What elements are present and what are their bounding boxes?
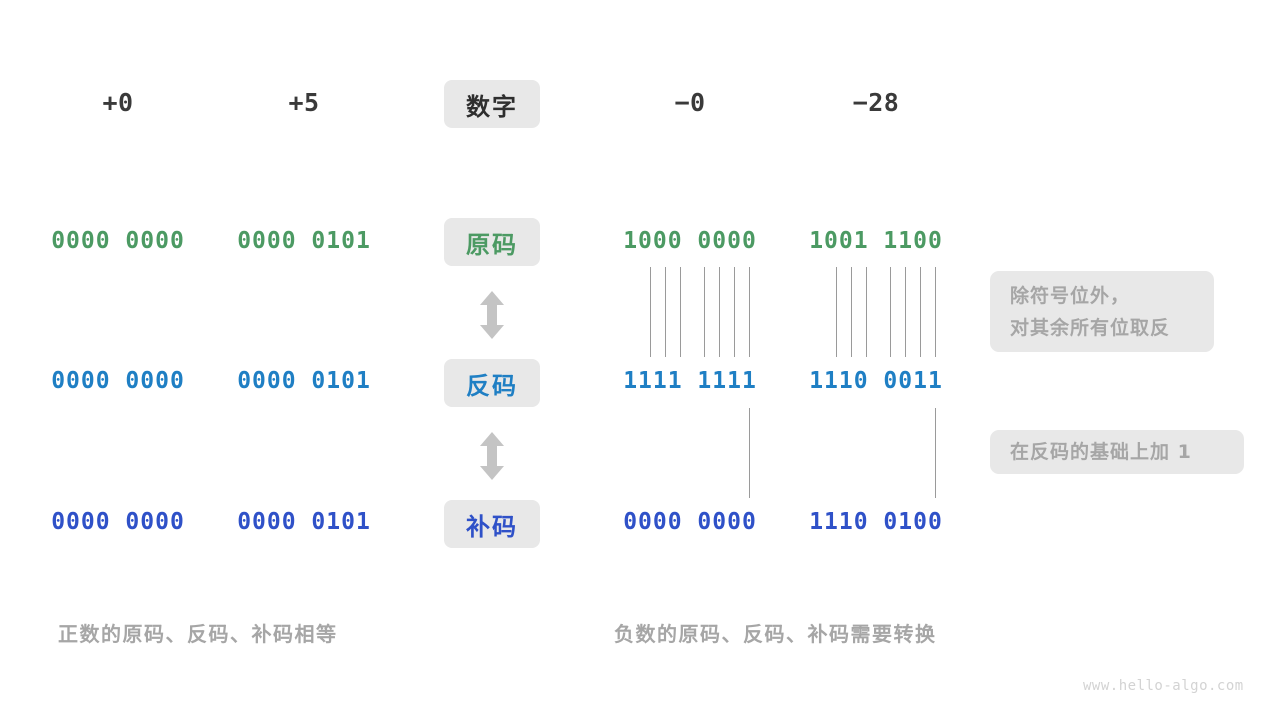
sign-magnitude-minus-twentyeight: 1001 1100	[809, 228, 943, 254]
bit-connector	[890, 267, 891, 357]
bit-connector	[920, 267, 921, 357]
bit-connector	[905, 267, 906, 357]
caption-positive: 正数的原码、反码、补码相等	[58, 622, 338, 646]
row-label-number: 数字	[444, 80, 540, 128]
bit-connector	[935, 267, 936, 357]
twos-complement-minus-twentyeight: 1110 0100	[809, 509, 943, 535]
bit-connector	[836, 267, 837, 357]
twos-complement-plus-five: 0000 0101	[237, 509, 371, 535]
header-value-plus-zero: +0	[102, 88, 134, 117]
twos-complement-minus-zero: 0000 0000	[623, 509, 757, 535]
note-invert-bits: 除符号位外， 对其余所有位取反	[990, 271, 1214, 352]
sign-magnitude-plus-zero: 0000 0000	[51, 228, 185, 254]
bit-connector	[866, 267, 867, 357]
note-invert-bits-line2: 对其余所有位取反	[1010, 316, 1171, 339]
carry-connector	[935, 408, 936, 498]
ones-complement-minus-zero: 1111 1111	[623, 368, 757, 394]
bit-connector	[719, 267, 720, 357]
watermark: www.hello-algo.com	[1083, 678, 1244, 694]
note-invert-bits-line1: 除符号位外，	[1010, 284, 1131, 307]
bit-connector	[734, 267, 735, 357]
bit-connector	[680, 267, 681, 357]
bit-connector	[851, 267, 852, 357]
note-add-one: 在反码的基础上加 1	[990, 430, 1244, 474]
row-label-twos-complement: 补码	[444, 500, 540, 548]
sign-magnitude-minus-zero: 1000 0000	[623, 228, 757, 254]
bit-connector	[749, 267, 750, 357]
ones-complement-minus-twentyeight: 1110 0011	[809, 368, 943, 394]
header-value-minus-zero: −0	[674, 88, 706, 117]
bit-connector	[650, 267, 651, 357]
row-label-sign-magnitude: 原码	[444, 218, 540, 266]
bit-connector	[704, 267, 705, 357]
twos-complement-plus-zero: 0000 0000	[51, 509, 185, 535]
header-value-minus-twentyeight: −28	[852, 88, 900, 117]
ones-complement-plus-zero: 0000 0000	[51, 368, 185, 394]
caption-negative: 负数的原码、反码、补码需要转换	[614, 622, 937, 646]
sign-magnitude-plus-five: 0000 0101	[237, 228, 371, 254]
arrow-ones-complement-to-twos-complement	[477, 432, 507, 484]
header-value-plus-five: +5	[288, 88, 320, 117]
arrow-sign-magnitude-to-ones-complement	[477, 291, 507, 343]
note-add-one-line1: 在反码的基础上加 1	[1010, 441, 1192, 463]
row-label-ones-complement: 反码	[444, 359, 540, 407]
bit-connector	[665, 267, 666, 357]
ones-complement-plus-five: 0000 0101	[237, 368, 371, 394]
carry-connector	[749, 408, 750, 498]
